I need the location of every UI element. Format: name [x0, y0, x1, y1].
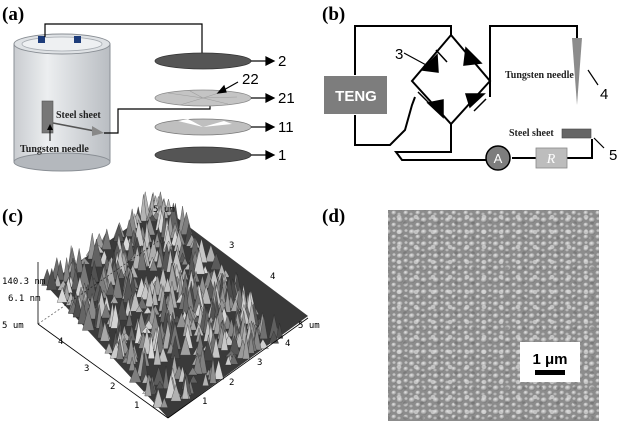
top-terminal-right: [74, 36, 81, 43]
afm-top-tick-3: 3: [229, 241, 234, 251]
panel-a: (a) Steel sheet Tungsten needle: [2, 4, 295, 171]
afm-left-label: 5 um: [2, 321, 24, 331]
callout-21: 21: [278, 90, 295, 107]
callout-11: 11: [278, 119, 294, 136]
tungsten-needle-label: Tungsten needle: [20, 144, 89, 155]
scale-bar-label: 1 μm: [532, 351, 567, 368]
afm-x-tick-2: 2: [229, 378, 234, 388]
teng-label: TENG: [335, 88, 377, 105]
steel-sheet-label: Steel sheet: [56, 110, 101, 121]
layer-11: [155, 119, 251, 135]
b-sheet-label: Steel sheet: [509, 128, 554, 139]
afm-right-label: 5 um: [298, 321, 320, 331]
top-terminal-left: [38, 36, 45, 43]
callout-4: 4: [600, 86, 608, 103]
afm-top-tick-4: 4: [270, 272, 275, 282]
callout-1: 1: [278, 147, 286, 164]
callout-3: 3: [395, 46, 403, 63]
scale-bar: [535, 370, 565, 375]
resistor-label: R: [546, 152, 556, 167]
steel-sheet-symbol: [562, 129, 591, 138]
afm-z-min: 6.1 nm: [8, 294, 41, 304]
panel-a-label: (a): [2, 4, 24, 25]
afm-x-tick-1: 1: [202, 397, 207, 407]
panel-b: (b) TENG: [322, 4, 617, 170]
panel-b-label: (b): [322, 4, 345, 25]
afm-z-max: 140.3 nm: [2, 277, 45, 287]
layer-1: [155, 147, 251, 163]
ammeter-label: A: [494, 151, 503, 166]
afm-y-tick-2: 2: [110, 382, 115, 392]
afm-y-tick-4: 4: [58, 337, 63, 347]
panel-d: (d) 1 μm: [322, 206, 599, 421]
panel-d-label: (d): [322, 206, 345, 227]
afm-top-label: 5 um: [153, 205, 175, 215]
afm-y-tick-3: 3: [84, 364, 89, 374]
callout-2: 2: [278, 53, 286, 70]
sem-texture: [388, 210, 599, 421]
afm-y-tick-1: 1: [134, 401, 139, 411]
callout-22: 22: [242, 71, 259, 88]
afm-x-tick-4: 4: [285, 339, 290, 349]
b-needle-label: Tungsten needle: [505, 70, 574, 81]
panel-c-label: (c): [2, 206, 23, 227]
layer-2: [155, 53, 251, 69]
callout-5: 5: [609, 147, 617, 164]
diode-bridge: [412, 35, 490, 124]
panel-c: (c) 140.3 nm 6.1 nm 5 um 5 um 5 um 3 4 1…: [2, 192, 320, 418]
afm-x-tick-3: 3: [257, 358, 262, 368]
